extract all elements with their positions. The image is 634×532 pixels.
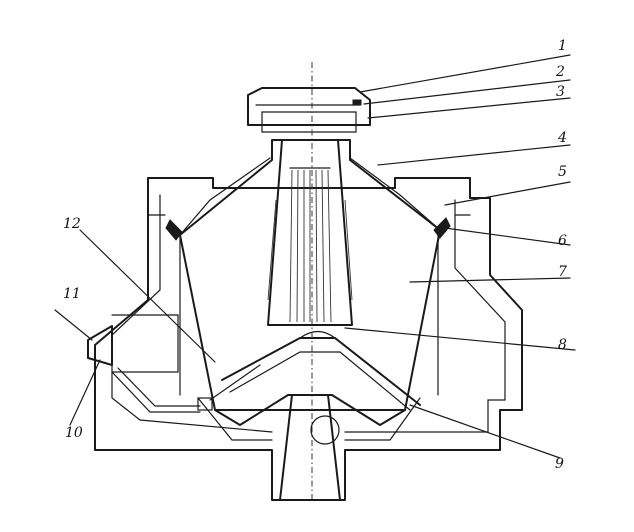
part-label-4: 4: [557, 130, 567, 146]
seal-rings: [165, 217, 451, 241]
inner-tubing: [111, 367, 201, 413]
part-label-2: 2: [555, 64, 565, 80]
part-label-1: 1: [558, 38, 567, 54]
part-label-11: 11: [63, 286, 81, 302]
part-label-5: 5: [558, 164, 567, 180]
part-label-3: 3: [556, 84, 565, 100]
distributor-cone: [209, 330, 421, 411]
bowl-bottom: [197, 394, 421, 501]
part-label-9: 9: [555, 456, 564, 472]
bowl: [179, 139, 441, 411]
part-label-8: 8: [558, 337, 567, 353]
outer-housing: [94, 177, 523, 501]
drain-hole: [310, 415, 340, 445]
part-label-7: 7: [558, 264, 567, 280]
leader-lines: [54, 54, 576, 459]
part-labels: 1 2 3 4 5 6 7 8 9 10 11 12: [63, 38, 567, 472]
part-label-10: 10: [65, 425, 83, 441]
outlet-nozzle: [87, 314, 179, 373]
part-label-12: 12: [63, 216, 81, 232]
bowl-cap: [247, 87, 371, 133]
disc-stack: [267, 139, 353, 326]
part-label-6: 6: [558, 233, 567, 249]
